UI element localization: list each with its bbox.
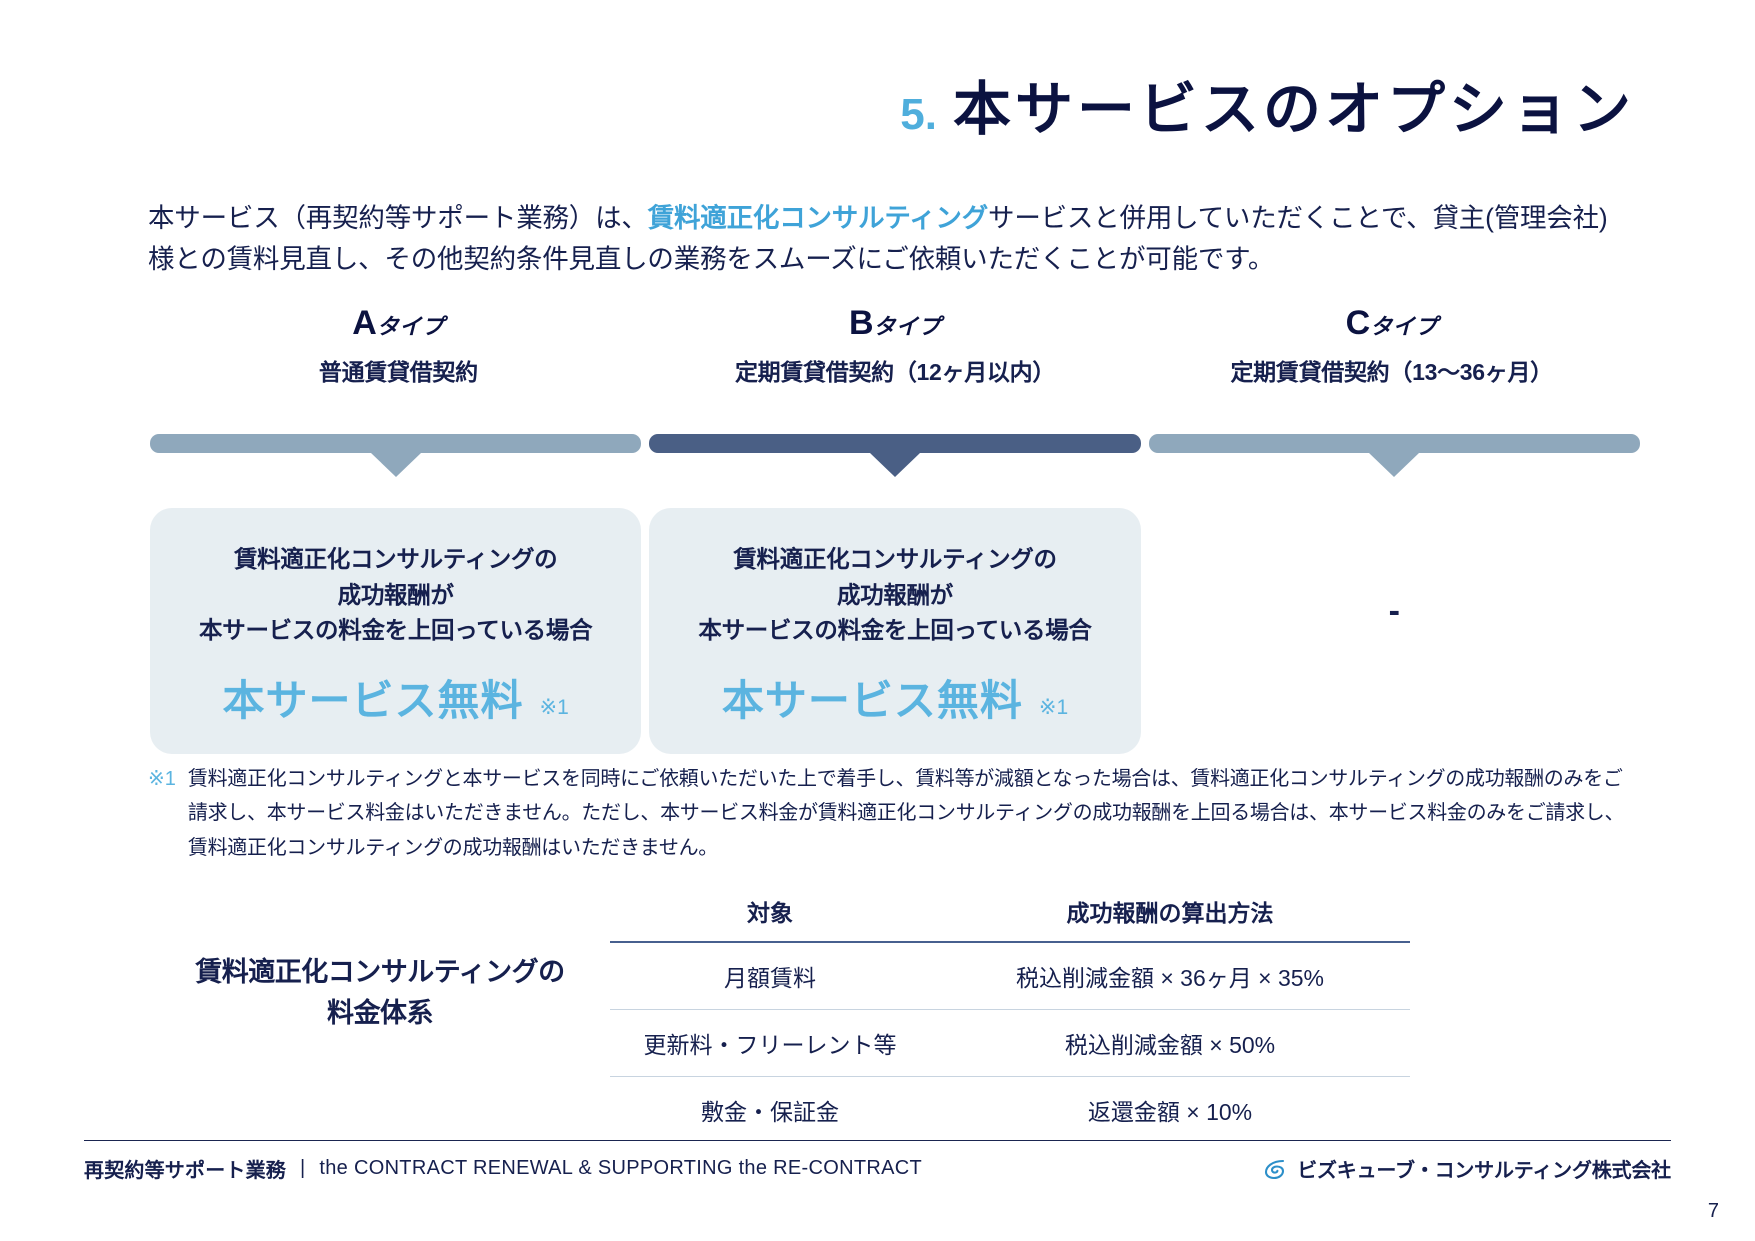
bar-a <box>150 434 642 453</box>
card-b: 賃料適正化コンサルティングの 成功報酬が 本サービスの料金を上回っている場合 本… <box>649 508 1141 755</box>
footnote-mark: ※1 <box>148 768 176 790</box>
fee-row-2-method: 税込削減金額 × 50% <box>930 1009 1410 1077</box>
fee-label-line-2: 料金体系 <box>327 997 434 1028</box>
table-row: 月額賃料 税込削減金額 × 36ヶ月 × 35% <box>610 942 1410 1010</box>
intro-paragraph: 本サービス（再契約等サポート業務）は、賃料適正化コンサルティングサービスと併用し… <box>148 198 1618 280</box>
card-slot-c: - <box>1149 508 1640 754</box>
fee-table-header-method: 成功報酬の算出方法 <box>930 890 1410 943</box>
footer-divider <box>84 1139 1671 1141</box>
footer-separator: | <box>300 1157 306 1179</box>
type-suffix-c: タイプ <box>1370 314 1438 339</box>
card-slot-a: 賃料適正化コンサルティングの 成功報酬が 本サービスの料金を上回っている場合 本… <box>150 508 642 755</box>
fee-structure-section: 賃料適正化コンサルティングの 料金体系 対象 成功報酬の算出方法 月額賃料 税込… <box>150 890 1640 1143</box>
table-row: 敷金・保証金 返還金額 × 10% <box>610 1077 1410 1144</box>
down-arrow-icon-c <box>1369 453 1420 477</box>
type-letter-c: C <box>1345 304 1371 342</box>
footnote-text: 賃料適正化コンサルティングと本サービスを同時にご依頼いただいた上で着手し、賃料等… <box>187 768 1625 859</box>
type-subtitle-a: 普通賃貸借契約 <box>318 359 478 385</box>
card-a-line-1: 賃料適正化コンサルティングの <box>233 546 558 572</box>
type-name-b: Bタイプ <box>647 306 1144 340</box>
type-letter-a: A <box>352 304 377 342</box>
fee-table-wrapper: 対象 成功報酬の算出方法 月額賃料 税込削減金額 × 36ヶ月 × 35% 更新… <box>610 890 1640 1143</box>
footer-left: 再契約等サポート業務 | the CONTRACT RENEWAL & SUPP… <box>84 1154 922 1183</box>
card-a: 賃料適正化コンサルティングの 成功報酬が 本サービスの料金を上回っている場合 本… <box>150 508 642 755</box>
intro-part-2: サービスと併用していただくことで、貸主(管理会社)様との賃料見直し、その他契約条… <box>148 203 1608 275</box>
card-b-line-1: 賃料適正化コンサルティングの <box>733 546 1057 572</box>
bar-wrap-c <box>1148 434 1640 490</box>
intro-part-1: 本サービス（再契約等サポート業務）は、 <box>148 203 648 233</box>
card-b-footnote-mark: ※1 <box>1038 696 1069 720</box>
bar-b <box>649 434 1141 453</box>
title-text: 本サービスのオプション <box>952 77 1635 142</box>
type-suffix-a: タイプ <box>376 314 445 339</box>
card-b-free-row: 本サービス無料 ※1 <box>671 667 1118 728</box>
fee-row-3-method: 返還金額 × 10% <box>1087 1099 1253 1125</box>
card-a-footnote-mark: ※1 <box>539 696 569 720</box>
fee-structure-label: 賃料適正化コンサルティングの 料金体系 <box>150 890 610 1033</box>
card-b-free-label: 本サービス無料 <box>721 677 1023 725</box>
fee-row-1-method: 税込削減金額 × 36ヶ月 × 35% <box>930 942 1410 1010</box>
fee-table-header-row: 対象 成功報酬の算出方法 <box>610 890 1410 943</box>
bar-c <box>1148 434 1640 453</box>
type-bars <box>150 434 1640 490</box>
fee-label-line-1: 賃料適正化コンサルティングの <box>195 957 565 987</box>
page-title: 5. 本サービスのオプション <box>900 62 1635 146</box>
type-column-a: Aタイプ 普通賃貸借契約 <box>150 306 647 387</box>
fee-row-3-target: 敷金・保証金 <box>701 1099 839 1125</box>
card-a-free-label: 本サービス無料 <box>222 677 524 725</box>
bar-wrap-a <box>150 434 642 490</box>
table-row: 更新料・フリーレント等 税込削減金額 × 50% <box>610 1009 1410 1077</box>
card-b-line-2: 成功報酬が <box>836 581 953 608</box>
footer: 再契約等サポート業務 | the CONTRACT RENEWAL & SUPP… <box>84 1154 1671 1183</box>
card-a-line-2: 成功報酬が <box>337 581 454 608</box>
down-arrow-icon-a <box>370 453 421 477</box>
type-subtitle-c: 定期賃貸借契約（13〜36ヶ月） <box>1230 359 1553 385</box>
title-number: 5. <box>900 90 937 139</box>
fee-row-2-target: 更新料・フリーレント等 <box>610 1009 930 1077</box>
type-suffix-b: タイプ <box>873 314 942 339</box>
page-number: 7 <box>1707 1200 1719 1222</box>
card-b-line-3: 本サービスの料金を上回っている場合 <box>698 617 1092 644</box>
type-name-c: Cタイプ <box>1143 306 1640 340</box>
bar-wrap-b <box>649 434 1141 490</box>
card-a-line-3: 本サービスの料金を上回っている場合 <box>199 617 593 644</box>
card-slot-b: 賃料適正化コンサルティングの 成功報酬が 本サービスの料金を上回っている場合 本… <box>649 508 1141 755</box>
type-headers: Aタイプ 普通賃貸借契約 Bタイプ 定期賃貸借契約（12ヶ月以内） Cタイプ 定… <box>150 306 1640 387</box>
footer-right: ビズキューブ・コンサルティング株式会社 <box>1263 1154 1671 1183</box>
type-subtitle-b: 定期賃貸借契約（12ヶ月以内） <box>734 359 1056 385</box>
footer-service-name-en: the CONTRACT RENEWAL & SUPPORTING the RE… <box>319 1157 922 1179</box>
down-arrow-icon-b <box>869 453 920 477</box>
type-letter-b: B <box>848 304 874 342</box>
fee-row-1-target: 月額賃料 <box>610 942 930 1010</box>
footer-service-name-jp: 再契約等サポート業務 <box>84 1160 286 1182</box>
fee-table: 対象 成功報酬の算出方法 月額賃料 税込削減金額 × 36ヶ月 × 35% 更新… <box>610 890 1410 1143</box>
card-c-dash: - <box>1388 591 1400 630</box>
fee-table-header-target: 対象 <box>610 890 930 943</box>
company-logo-icon <box>1263 1157 1287 1181</box>
intro-highlight: 賃料適正化コンサルティング <box>647 203 989 233</box>
type-name-a: Aタイプ <box>150 306 647 340</box>
type-column-b: Bタイプ 定期賃貸借契約（12ヶ月以内） <box>647 306 1144 387</box>
option-cards: 賃料適正化コンサルティングの 成功報酬が 本サービスの料金を上回っている場合 本… <box>150 508 1640 755</box>
footnote: ※1 賃料適正化コンサルティングと本サービスを同時にご依頼いただいた上で着手し、… <box>148 762 1628 865</box>
type-column-c: Cタイプ 定期賃貸借契約（13〜36ヶ月） <box>1143 306 1640 387</box>
card-a-free-row: 本サービス無料 ※1 <box>172 667 619 728</box>
footer-company-name: ビズキューブ・コンサルティング株式会社 <box>1297 1160 1671 1182</box>
